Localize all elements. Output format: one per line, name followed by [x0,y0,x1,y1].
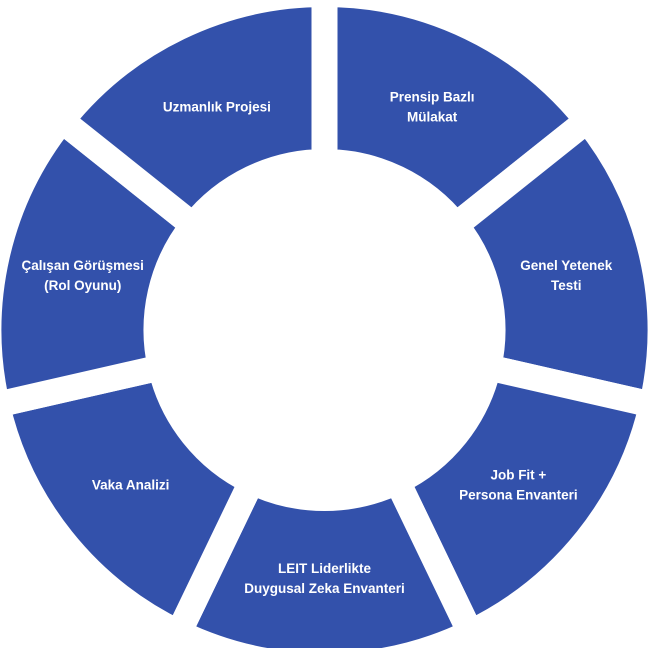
segment-label-line: Vaka Analizi [92,478,170,493]
segment-label-line: Testi [551,278,582,293]
segment-label-line: (Rol Oyunu) [44,278,121,293]
segment-label-line: Uzmanlık Projesi [163,100,271,115]
segment-label-line: Mülakat [407,110,458,125]
segment-label-line: LEIT Liderlikte [278,561,372,576]
segment-label-jobfit: Job Fit + Persona Envanteri [459,468,578,503]
segment-vaka [0,351,269,648]
segment-label-line: Duygusal Zeka Envanteri [244,581,405,596]
segment-label-line: Çalışan Görüşmesi [22,258,144,273]
segment-uzmanlik [43,0,338,244]
segment-label-vaka: Vaka Analizi [92,478,170,493]
segment-label-line: Persona Envanteri [459,488,578,503]
segment-label-line: Job Fit + [490,468,546,483]
segment-genel [437,102,649,418]
segment-jobfit [380,351,649,648]
segment-label-line: Prensip Bazlı [390,90,475,105]
segment-leit [161,464,488,648]
segment-label-line: Genel Yetenek [520,258,613,273]
segment-label-uzmanlik: Uzmanlık Projesi [163,100,271,115]
segment-label-calisan: Çalışan Görüşmesi (Rol Oyunu) [22,258,144,293]
